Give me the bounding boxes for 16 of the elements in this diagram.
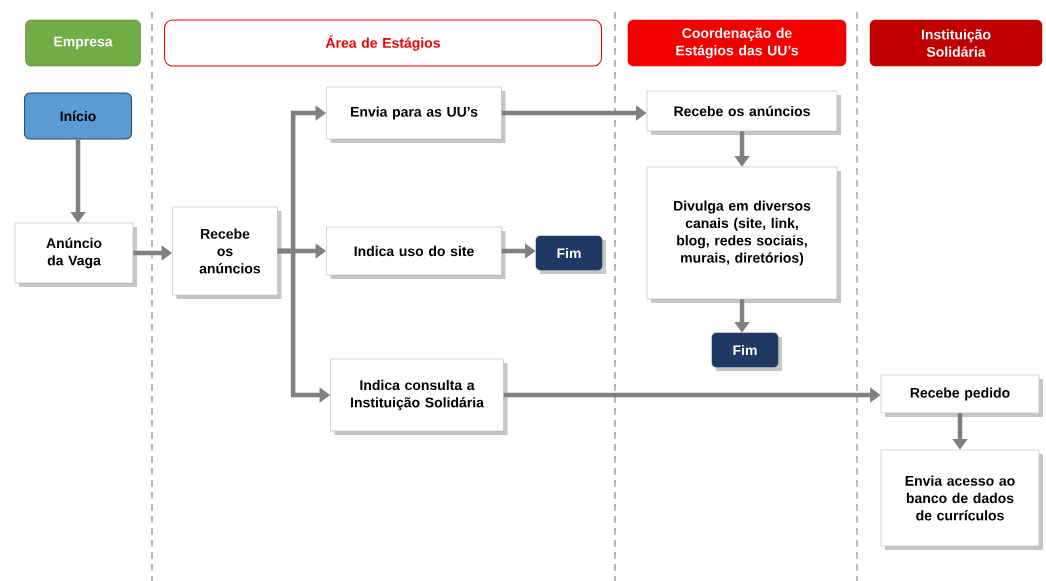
- process-box: Indica consulta a Instituição Solidária: [330, 358, 508, 435]
- lane-header: Área de Estágios: [163, 19, 603, 67]
- end-box: Fim: [535, 235, 606, 274]
- process-box: Divulga em diversos canais (site, link, blog, redes sociais, murais, diretórios): [646, 166, 841, 303]
- process-box: Indica uso do site: [326, 226, 506, 279]
- process-box: Recebe os anúncios: [646, 90, 841, 135]
- process-box: Recebe pedido: [880, 374, 1043, 417]
- lane-header: Empresa: [25, 19, 141, 67]
- lane-header: Coordenação de Estágios das UU’s: [627, 19, 847, 67]
- process-box: Anúncio da Vaga: [14, 222, 137, 287]
- process-box: Recebe os anúncios: [172, 206, 282, 299]
- end-box: Fim: [711, 332, 782, 371]
- lane-header: Instituição Solidária: [869, 19, 1043, 67]
- start-box: Início: [23, 92, 133, 140]
- process-box: Envia para as UU’s: [326, 86, 506, 143]
- process-box: Envia acesso ao banco de dados de currículos: [880, 449, 1043, 550]
